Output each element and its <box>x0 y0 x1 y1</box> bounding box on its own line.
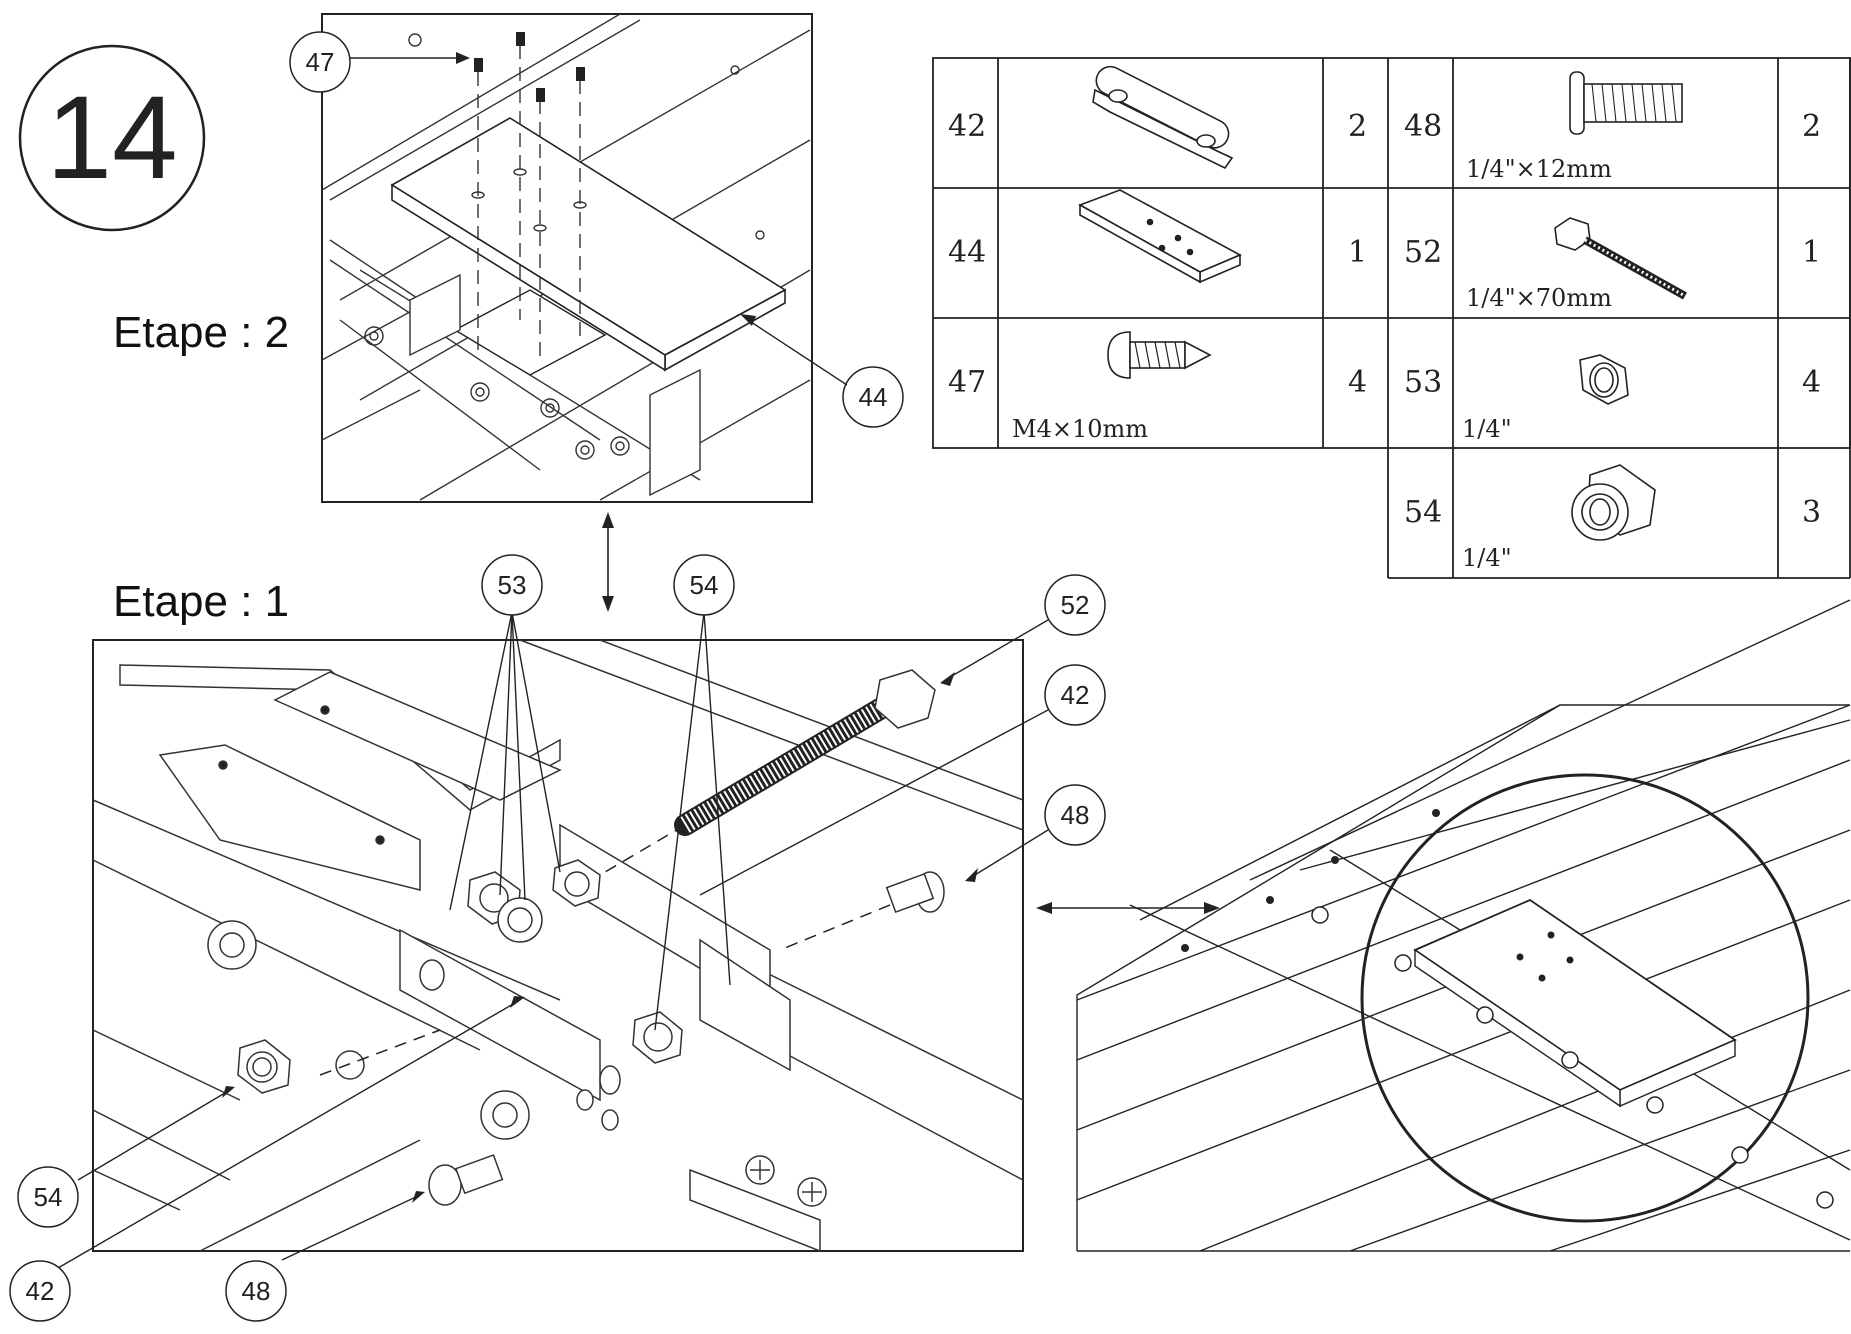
button-head-screw-icon <box>1569 71 1683 135</box>
part-spec-52: 1/4"×70mm <box>1466 284 1612 312</box>
callout-44-label: 44 <box>859 382 888 412</box>
self-tapping-screw-icon <box>1107 331 1212 379</box>
long-hex-bolt-icon <box>1554 217 1687 300</box>
callout-42-right: 42 <box>1061 680 1090 710</box>
step1-callout-bubbles <box>9 554 1106 1322</box>
callout-47 <box>289 31 351 93</box>
part-qty-53: 4 <box>1802 365 1821 400</box>
flat-plate-four-holes-icon <box>1078 189 1242 284</box>
part-id-42: 42 <box>948 109 986 144</box>
part-spec-53: 1/4" <box>1462 415 1512 443</box>
step-number: 14 <box>46 72 177 204</box>
callout-52: 52 <box>1061 590 1090 620</box>
part-id-53: 53 <box>1404 365 1442 400</box>
callout-42-left: 42 <box>26 1276 55 1306</box>
part-spec-48: 1/4"×12mm <box>1466 155 1612 183</box>
part-qty-54: 3 <box>1802 495 1821 530</box>
step2-label: Etape : 2 <box>113 308 290 357</box>
part-id-47: 47 <box>948 365 986 400</box>
callout-54-left: 54 <box>34 1182 63 1212</box>
part-qty-52: 1 <box>1802 235 1821 270</box>
part-id-52: 52 <box>1404 235 1442 270</box>
callout-54-top: 54 <box>690 570 719 600</box>
callout-44 <box>842 366 904 428</box>
callout-48-bottom: 48 <box>242 1276 271 1306</box>
callout-48-right: 48 <box>1061 800 1090 830</box>
part-qty-44: 1 <box>1348 235 1367 270</box>
callout-53: 53 <box>498 570 527 600</box>
step1-label: Etape : 1 <box>113 577 290 626</box>
part-id-54: 54 <box>1404 495 1442 530</box>
flat-link-plate-icon <box>1092 65 1234 170</box>
part-qty-47: 4 <box>1348 365 1367 400</box>
hex-nut-icon <box>1579 354 1629 405</box>
part-spec-47: M4×10mm <box>1012 415 1148 443</box>
nylon-lock-nut-icon <box>1571 464 1656 541</box>
part-spec-54: 1/4" <box>1462 544 1512 572</box>
step-number-badge: 14 <box>18 44 206 232</box>
part-qty-48: 2 <box>1802 109 1821 144</box>
part-qty-42: 2 <box>1348 109 1367 144</box>
part-id-44: 44 <box>948 235 986 270</box>
part-id-48: 48 <box>1404 109 1442 144</box>
callout-47-label: 47 <box>306 47 335 77</box>
